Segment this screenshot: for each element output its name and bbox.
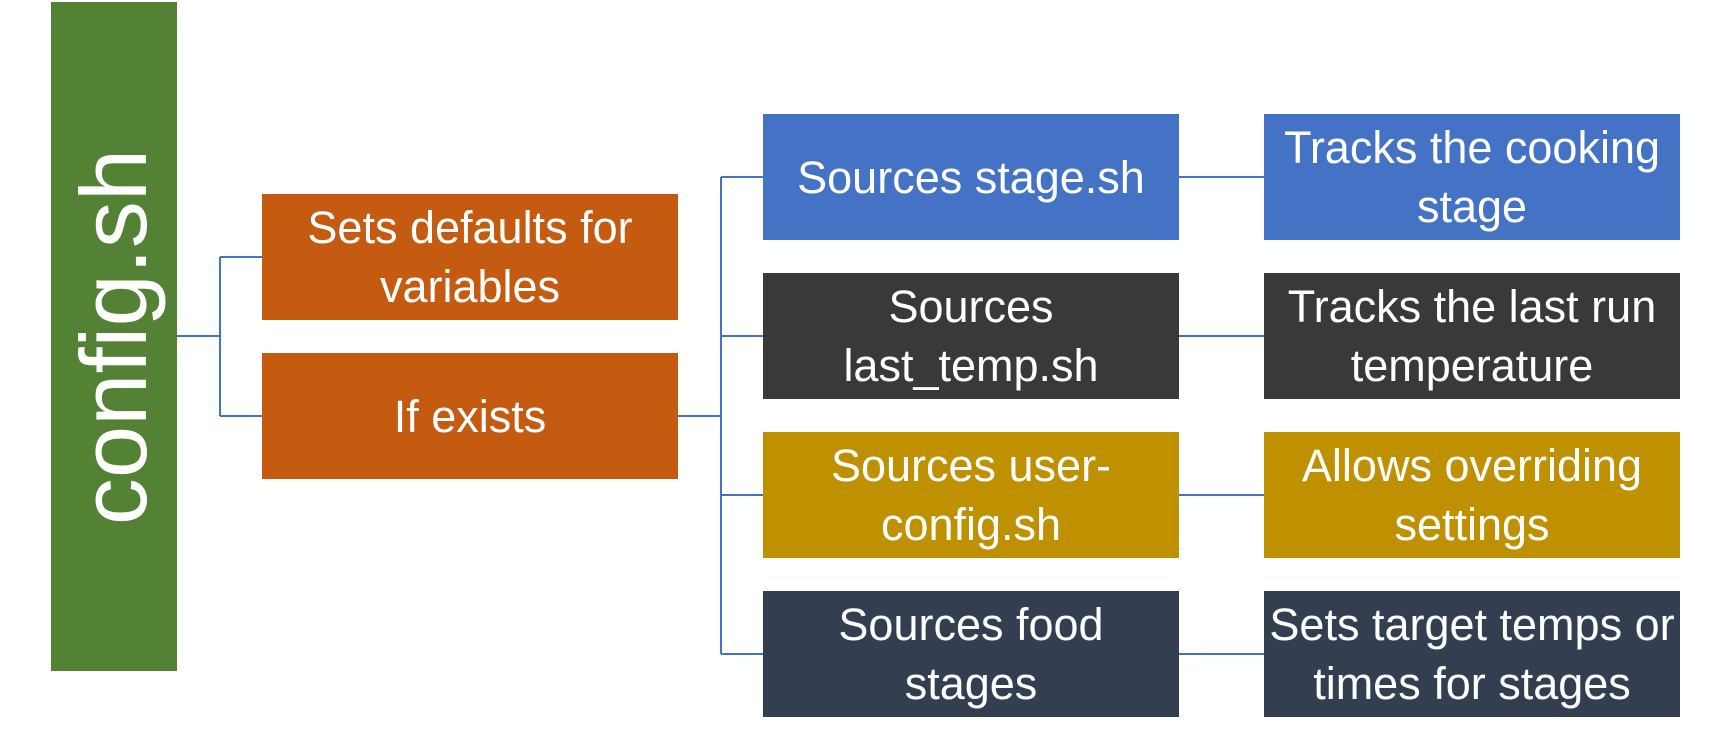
node-if-exists: If exists xyxy=(262,353,678,479)
root-node-label: config.sh xyxy=(61,148,167,525)
node-sources-user-config: Sources user-config.sh xyxy=(763,432,1179,558)
node-tracks-cooking-stage-label: Tracks the cooking stage xyxy=(1284,122,1660,232)
node-sources-user-config-label: Sources user-config.sh xyxy=(830,440,1112,550)
node-sets-target-temps: Sets target temps or times for stages xyxy=(1264,591,1680,717)
node-sources-last-temp-label: Sources last_temp.sh xyxy=(843,281,1099,391)
connector-root-to-level1 xyxy=(177,256,262,417)
connector-ifexists-to-level2 xyxy=(678,176,763,655)
node-tracks-last-run-temp: Tracks the last run temperature xyxy=(1264,273,1680,399)
node-sets-target-temps-label: Sets target temps or times for stages xyxy=(1269,599,1675,709)
node-allows-overriding-label: Allows overriding settings xyxy=(1301,440,1643,550)
root-node-config-sh: config.sh xyxy=(51,2,177,671)
node-sets-defaults: Sets defaults for variables xyxy=(262,194,678,320)
connector-level2-to-level3 xyxy=(1179,176,1264,655)
node-tracks-cooking-stage: Tracks the cooking stage xyxy=(1264,114,1680,240)
node-sets-defaults-label: Sets defaults for variables xyxy=(307,202,633,312)
node-allows-overriding: Allows overriding settings xyxy=(1264,432,1680,558)
node-sources-food-stages: Sources food stages xyxy=(763,591,1179,717)
node-sources-food-stages-label: Sources food stages xyxy=(838,599,1104,709)
node-sources-last-temp: Sources last_temp.sh xyxy=(763,273,1179,399)
node-tracks-last-run-temp-label: Tracks the last run temperature xyxy=(1287,281,1657,391)
node-sources-stage-label: Sources stage.sh xyxy=(797,151,1145,203)
node-if-exists-label: If exists xyxy=(393,390,547,442)
node-sources-stage: Sources stage.sh xyxy=(763,114,1179,240)
